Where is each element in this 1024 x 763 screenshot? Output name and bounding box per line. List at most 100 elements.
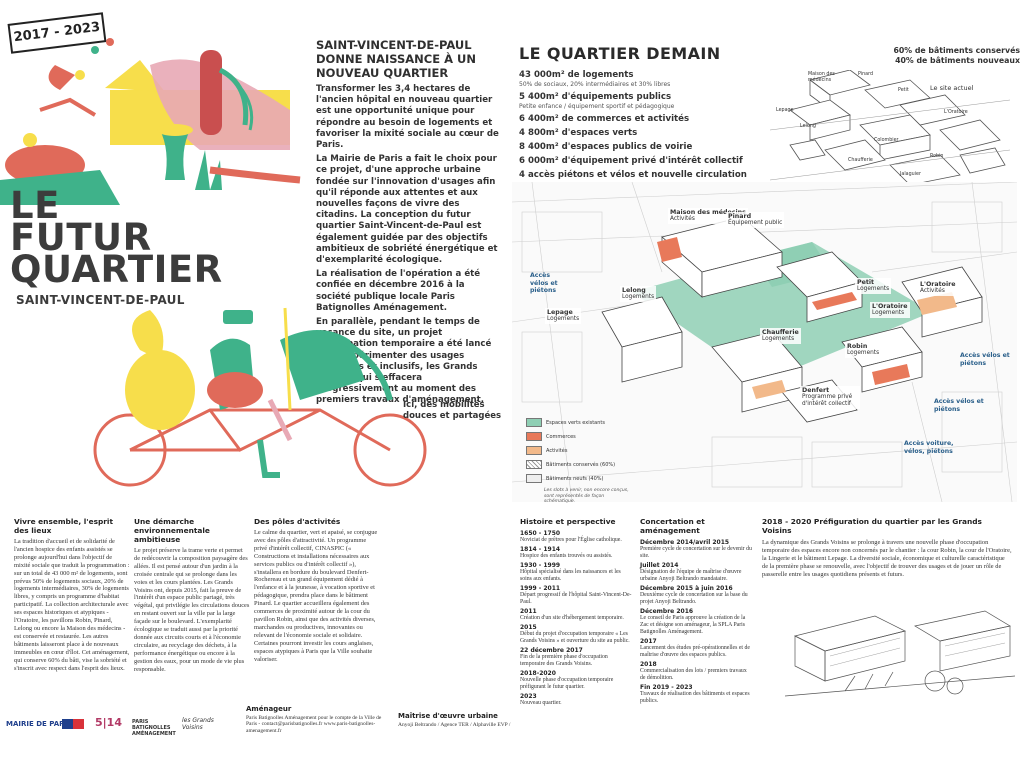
small-map-label: Petit xyxy=(898,88,909,93)
grands-voisins-logo: les Grands Voisins xyxy=(182,717,214,731)
prefiguration-text: La dynamique des Grands Voisins se prolo… xyxy=(762,539,1012,578)
map-label-use: Logements xyxy=(622,294,655,300)
intro-paragraph: En parallèle, pendant le temps de vacanc… xyxy=(316,317,492,406)
legend-item: Activités xyxy=(526,446,631,455)
timeline-date: Juillet 2014 xyxy=(640,562,679,569)
small-map-label: Chaufferie xyxy=(848,158,873,163)
axonometric-neighbourhood-map xyxy=(512,182,1017,502)
maitrise-oeuvre-block: Maîtrise d'œuvre urbaine Anyoji Beltrand… xyxy=(398,713,518,728)
grands-voisins-sketch xyxy=(785,610,1015,697)
small-map-label: Colombier xyxy=(874,138,899,143)
conserved-ratio: 60% de bâtiments conservés 40% de bâtime… xyxy=(870,46,1020,66)
legend-swatch xyxy=(526,474,542,483)
legend-item: Commerces xyxy=(526,432,631,441)
timeline-text: Travaux de réalisation des bâtiments et … xyxy=(640,691,750,704)
timeline-text: Fin de la première phase d'occupation te… xyxy=(520,654,608,667)
legend-label: Bâtiments neufs (40%) xyxy=(546,475,604,482)
map-label-name: Petit xyxy=(857,279,875,286)
column-text: La tradition d'accueil et de solidarité … xyxy=(14,538,130,672)
map-label-use: Logements xyxy=(847,350,880,356)
key-figures: 43 000m² de logements 50% de sociaux, 20… xyxy=(519,70,769,181)
legend-swatch xyxy=(526,418,542,427)
column-heading: Des pôles d'activités xyxy=(254,517,341,526)
figure-item: 6 400m² de commerces et activités xyxy=(519,114,690,124)
small-map-label: Maison des médecins xyxy=(808,72,835,83)
map-label-use: Activités xyxy=(670,216,695,222)
timeline-text: Nouvelle phase d'occupation temporaire p… xyxy=(520,677,614,690)
small-map-label: Jalaguier xyxy=(900,172,921,177)
prefiguration-section: 2018 - 2020 Préfiguration du quartier pa… xyxy=(762,517,1012,579)
column-heading: Vivre ensemble, l'esprit des lieux xyxy=(14,517,113,535)
paris-ship-icon xyxy=(62,719,84,729)
legend-item: Espaces verts existants xyxy=(526,418,631,427)
timeline-text: Nouveau quartier. xyxy=(520,700,562,706)
figure-item: 8 400m² d'espaces publics de voirie xyxy=(519,142,693,152)
map-label-use: Équipement public xyxy=(728,220,783,226)
history-heading: Histoire et perspective xyxy=(520,517,616,526)
tandem-bike-illustration xyxy=(93,307,427,487)
subtitle: SAINT-VINCENT-DE-PAUL xyxy=(16,293,185,307)
legend-label: Commerces xyxy=(546,433,576,440)
legend-swatch xyxy=(526,446,542,455)
timeline-date: 2023 xyxy=(520,693,537,700)
map-label-name: Chaufferie xyxy=(762,329,799,336)
timeline-text: Hospice des enfants trouvés ou assistés. xyxy=(520,553,613,559)
timeline-text: Début du projet d'occupation temporaire … xyxy=(520,631,630,644)
map-legend: Espaces verts existants Commerces Activi… xyxy=(526,418,631,505)
legend-label: Activités xyxy=(546,447,568,454)
map-label-use: Logements xyxy=(547,316,580,322)
timeline-date: 1999 - 2011 xyxy=(520,585,561,592)
map-label-name: Robin xyxy=(847,343,868,350)
main-title: LE FUTUR QUARTIER xyxy=(10,187,310,288)
site-actuel-label: Le site actuel xyxy=(930,84,974,92)
mobility-caption: Ici, des mobilités douces et partagées xyxy=(403,400,502,421)
map-label-name: Maison des médecins xyxy=(670,209,746,216)
amenageur-block: Aménageur Paris Batignolles Aménagement … xyxy=(246,706,386,734)
amenageur-heading: Aménageur xyxy=(246,705,292,713)
figure-item: 4 accès piétons et vélos et nouvelle cir… xyxy=(519,170,747,180)
amenageur-text: Paris Batignolles Aménagement pour le co… xyxy=(246,714,382,734)
timeline-date: 2018-2020 xyxy=(520,670,556,677)
map-label-name: Lelong xyxy=(622,287,646,294)
woman-garden-illustration xyxy=(0,38,301,205)
intro-paragraph: La Mairie de Paris a fait le choix pour … xyxy=(316,154,498,266)
column-poles-activites: Des pôles d'activités Le calme du quarti… xyxy=(254,517,378,663)
timeline-date: Décembre 2015 à juin 2016 xyxy=(640,585,733,592)
timeline-date: Décembre 2014/avril 2015 xyxy=(640,539,730,546)
legend-item: Bâtiments neufs (40%) xyxy=(526,474,631,483)
map-label-name: Denfert xyxy=(802,387,830,394)
figure-item: 4 800m² d'espaces verts xyxy=(519,128,638,138)
timeline-text: Commercialisation des lots / premiers tr… xyxy=(640,668,747,681)
figure-item: 43 000m² de logements xyxy=(519,70,634,80)
map-label-name: Lepage xyxy=(547,309,573,316)
timeline-text: Le conseil de Paris approuve la création… xyxy=(640,615,746,635)
timeline-date: Fin 2019 - 2023 xyxy=(640,684,693,691)
timeline-text: Départ progressif de l'hôpital Saint-Vin… xyxy=(520,592,632,605)
small-map-label: Robin xyxy=(930,154,944,159)
intro-heading: SAINT-VINCENT-DE-PAUL DONNE NAISSANCE À … xyxy=(316,38,476,80)
concertation-heading: Concertation et aménagement xyxy=(640,517,705,535)
quartier-demain-title: LE QUARTIER DEMAIN xyxy=(519,44,721,63)
column-demarche-environnementale: Une démarche environnementale ambitieuse… xyxy=(134,517,250,674)
map-label-name: L'Oratoire xyxy=(872,303,908,310)
access-label: Accès vélos et piétons xyxy=(530,272,558,294)
